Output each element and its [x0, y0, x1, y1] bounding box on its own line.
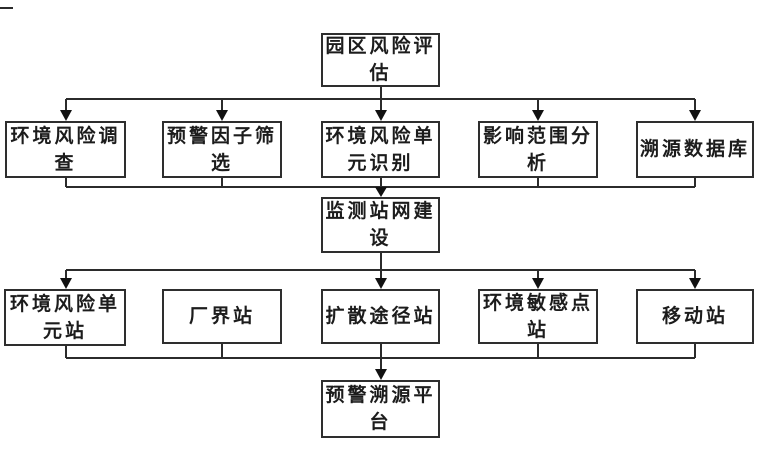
node-env-risk-unit-identification: 环境风险单元识别 [321, 121, 440, 178]
arrowheads [60, 110, 701, 380]
arrow-l1-3 [532, 110, 544, 121]
arrow-l1-4 [689, 110, 701, 121]
node-env-risk-unit-station: 环境风险单元站 [4, 289, 126, 346]
arrow-bottom [375, 369, 387, 380]
node-env-risk-survey: 环境风险调查 [5, 121, 126, 178]
node-impact-scope-analysis: 影响范围分析 [478, 121, 598, 178]
node-factory-boundary-station: 厂界站 [162, 289, 282, 344]
node-diffusion-path-station: 扩散途径站 [321, 289, 440, 344]
arrow-l2-2 [375, 278, 387, 289]
node-park-risk-assessment: 园区风险评估 [321, 33, 440, 87]
arrow-l2-4 [689, 278, 701, 289]
arrow-l1-0 [60, 110, 72, 121]
node-warning-factor-screening: 预警因子筛选 [162, 121, 282, 178]
node-env-sensitive-point-station: 环境敏感点站 [478, 289, 598, 344]
node-mobile-station: 移动站 [636, 289, 754, 344]
arrow-l2-3 [532, 278, 544, 289]
node-traceability-database: 溯源数据库 [636, 121, 754, 178]
arrow-l1-2 [375, 110, 387, 121]
node-warning-traceability-platform: 预警溯源平台 [321, 380, 440, 438]
arrow-l1-1 [216, 110, 228, 121]
arrow-l2-0 [60, 278, 72, 289]
node-monitoring-station-network: 监测站网建设 [321, 197, 440, 253]
arrow-mid [375, 187, 387, 197]
